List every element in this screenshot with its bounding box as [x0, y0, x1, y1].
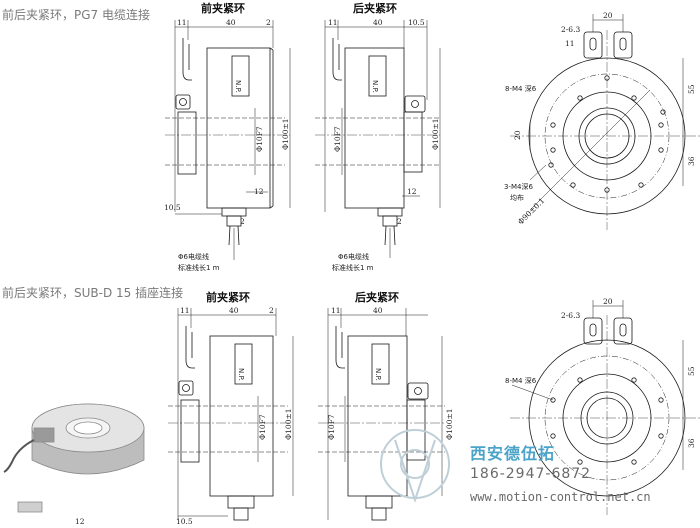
- dim-40-f1: 40: [226, 18, 236, 27]
- dim-36-e1: 36: [687, 156, 696, 166]
- dim-20v-e1: 20: [513, 130, 522, 140]
- dim-12-f1: 12: [254, 187, 264, 196]
- dim-2-6-3-e2: 2-6.3: [561, 311, 580, 320]
- dim-11-f2: 11: [180, 306, 190, 315]
- std-len-f1: 标准线长1 m: [178, 263, 220, 272]
- even-e1: 均布: [510, 193, 524, 202]
- dim-phi100-f2: Φ100±1: [284, 408, 293, 440]
- dim-11-b2: 11: [331, 306, 341, 315]
- np-f1: N.P.: [234, 80, 242, 93]
- m4-8-e1: 8-M4 深6: [505, 84, 537, 93]
- front-clamp-view-1: [165, 20, 291, 260]
- m4-8-e2: 8-M4 深6: [505, 376, 537, 385]
- dim-phi100-b2: Φ100±1: [445, 408, 454, 440]
- back-clamp-view-1: [315, 20, 441, 258]
- dim-10-5-f1: 10.5: [164, 203, 181, 212]
- dim-2-f1: 2: [266, 18, 271, 27]
- view-title-front-1: 前夹紧环: [201, 2, 245, 15]
- cable-note-b1: Φ6电缆线: [338, 252, 369, 261]
- dim-36-e2: 36: [687, 438, 696, 448]
- dim-10-5-b1: 10.5: [408, 18, 425, 27]
- dim-12-photo: 12: [75, 517, 85, 526]
- end-view-1: [510, 14, 700, 230]
- dim-2b-f1: 2: [240, 217, 245, 226]
- dim-10-5-f2: 10.5: [176, 517, 193, 526]
- cable-note-f1: Φ6电缆线: [178, 252, 209, 261]
- dim-40-b2: 40: [373, 306, 383, 315]
- watermark-url: www.motion-control.net.cn: [470, 490, 651, 504]
- dim-phif7-b1: Φ10F7: [333, 126, 342, 152]
- dim-phif7-f2: Φ10F7: [258, 414, 267, 440]
- watermark-logo-icon: [380, 429, 450, 504]
- dim-11-f1: 11: [177, 18, 187, 27]
- watermark-phone: 186-2947-6872: [470, 466, 592, 482]
- dim-phif7-b2: Φ10F7: [327, 414, 336, 440]
- np-b1: N.P.: [371, 80, 379, 93]
- encoder-photo: [3, 403, 145, 513]
- dim-55-e2: 55: [687, 366, 696, 376]
- dim-11-e1: 11: [565, 39, 575, 48]
- dim-phi100-f1: Φ100±1: [281, 118, 290, 150]
- dim-40-f2: 40: [229, 306, 239, 315]
- row-title-pg7: 前后夹紧环，PG7 电缆连接: [2, 8, 150, 22]
- dim-20-e1: 20: [603, 11, 613, 20]
- mounting-holes-1: [548, 75, 666, 193]
- dim-2-f2: 2: [269, 306, 274, 315]
- dim-2-b1: 2: [397, 217, 402, 226]
- front-clamp-view-2: [168, 308, 294, 521]
- m4-3-e1: 3-M4深6: [504, 182, 533, 191]
- dim-55-e1: 55: [687, 84, 696, 94]
- end-view-2: [510, 300, 700, 515]
- std-len-b1: 标准线长1 m: [332, 263, 374, 272]
- row-title-subd: 前后夹紧环，SUB-D 15 插座连接: [2, 286, 184, 300]
- dim-phif7-f1: Φ10F7: [255, 126, 264, 152]
- mounting-holes-2: [550, 377, 664, 465]
- dim-40-b1: 40: [373, 18, 383, 27]
- np-b2: N.P.: [374, 368, 382, 381]
- dim-2-6-3-e1: 2-6.3: [561, 25, 580, 34]
- np-f2: N.P.: [237, 368, 245, 381]
- dim-phi100-b1: Φ100±1: [431, 118, 440, 150]
- watermark-name: 西安德伍拓: [470, 444, 556, 463]
- dim-11-b1: 11: [328, 18, 338, 27]
- view-title-front-2: 前夹紧环: [206, 291, 250, 304]
- dim-12-b1: 12: [407, 187, 417, 196]
- view-title-back-1: 后夹紧环: [353, 2, 397, 15]
- dim-20-e2: 20: [603, 297, 613, 306]
- back-clamp-view-2: [318, 308, 445, 521]
- view-title-back-2: 后夹紧环: [355, 291, 399, 304]
